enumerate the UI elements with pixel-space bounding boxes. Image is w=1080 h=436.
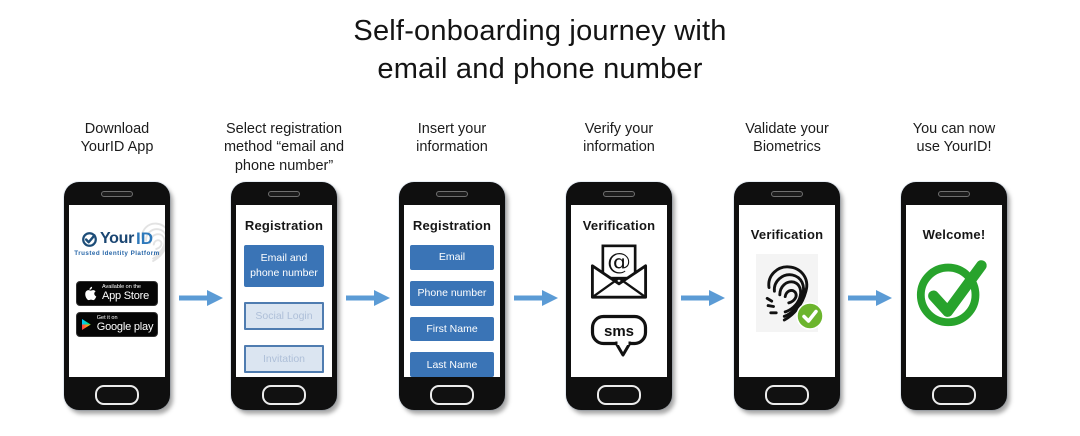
screen-title: Registration	[244, 218, 324, 233]
step-verify-information: Verify your information Verification @ s…	[539, 120, 699, 410]
screen-title: Welcome!	[922, 227, 986, 242]
step-welcome: You can now use YourID! Welcome!	[874, 120, 1034, 410]
screen-title: Verification	[750, 227, 824, 242]
step-validate-biometrics: Validate your Biometrics Verification	[707, 120, 867, 410]
phone-mockup-registration-method: Registration Email and phone number Soci…	[231, 182, 337, 410]
phone-screen: Verification	[739, 205, 835, 377]
phone-mockup-biometrics: Verification	[734, 182, 840, 410]
phone-speaker	[938, 191, 970, 197]
badge-store-name: App Store	[101, 290, 150, 303]
phone-speaker	[771, 191, 803, 197]
logo-text-id: ID	[136, 229, 154, 248]
phone-screen: Verification @ sms	[571, 205, 667, 377]
at-symbol: @	[607, 248, 631, 276]
phone-home-button	[430, 385, 474, 405]
badge-store-name: Google play	[96, 321, 154, 334]
logo-tagline: Trusted Identity Platform	[74, 250, 160, 257]
phone-speaker	[268, 191, 300, 197]
phone-screen: Registration Email and phone number Soci…	[236, 205, 332, 377]
flow-arrow	[346, 290, 390, 306]
fingerprint-panel	[756, 254, 824, 332]
sms-verification-icon: sms	[590, 314, 648, 357]
phone-number-field-button: Phone number	[410, 280, 494, 306]
last-name-field-button: Last Name	[410, 352, 494, 377]
phone-screen: Welcome!	[906, 205, 1002, 377]
step-label: Select registration method “email and ph…	[223, 121, 345, 174]
screen-title: Verification	[582, 218, 656, 233]
badge-tagline: Available on the	[101, 283, 141, 290]
step-label: Verify your information	[583, 121, 655, 156]
fingerprint-watermark-icon	[141, 222, 165, 262]
phone-mockup-verification: Verification @ sms	[566, 182, 672, 410]
app-store-badge: Available on the App Store	[76, 281, 158, 306]
phone-mockup-registration-form: Registration Email Phone number First Na…	[399, 182, 505, 410]
phone-speaker	[603, 191, 635, 197]
screen-title: Registration	[412, 218, 492, 233]
first-name-field-button: First Name	[410, 316, 494, 342]
phone-home-button	[765, 385, 809, 405]
phone-speaker	[436, 191, 468, 197]
step-insert-information: Insert your information Registration Ema…	[372, 120, 532, 410]
biometric-check-icon	[796, 302, 824, 330]
phone-home-button	[597, 385, 641, 405]
phone-home-button	[932, 385, 976, 405]
email-field-button: Email	[410, 245, 494, 270]
badge-tagline: Get it on	[96, 314, 118, 321]
step-label: Download YourID App	[80, 121, 154, 156]
step-download-app: Download YourID App	[37, 120, 197, 410]
step-select-method: Select registration method “email and ph…	[204, 120, 364, 410]
yourid-check-icon	[82, 231, 97, 247]
flow-arrow	[848, 290, 892, 306]
email-phone-method-button: Email and phone number	[244, 245, 324, 287]
phone-home-button	[262, 385, 306, 405]
fingerprint-icon	[765, 265, 809, 322]
store-badges: Available on the App Store	[76, 281, 158, 337]
google-play-icon	[81, 319, 91, 330]
phone-mockup-welcome: Welcome!	[901, 182, 1007, 410]
sms-label: sms	[604, 323, 634, 340]
success-check-icon	[916, 260, 987, 327]
email-verification-icon: @	[590, 244, 648, 299]
flow-arrow	[179, 290, 223, 306]
flow-arrow	[681, 290, 725, 306]
flow-arrow	[514, 290, 558, 306]
step-label: You can now use YourID!	[912, 121, 996, 156]
phone-home-button	[95, 385, 139, 405]
logo-text-your: Your	[99, 230, 135, 247]
invitation-button: Invitation	[244, 345, 324, 373]
phone-speaker	[101, 191, 133, 197]
diagram-title: Self-onboarding journey with email and p…	[353, 15, 727, 86]
social-login-button: Social Login	[244, 302, 324, 330]
google-play-badge: Get it on Google play	[76, 312, 158, 337]
step-label: Insert your information	[416, 121, 488, 156]
apple-icon	[85, 286, 97, 301]
step-label: Validate your Biometrics	[745, 121, 829, 156]
phone-screen: Registration Email Phone number First Na…	[404, 205, 500, 377]
